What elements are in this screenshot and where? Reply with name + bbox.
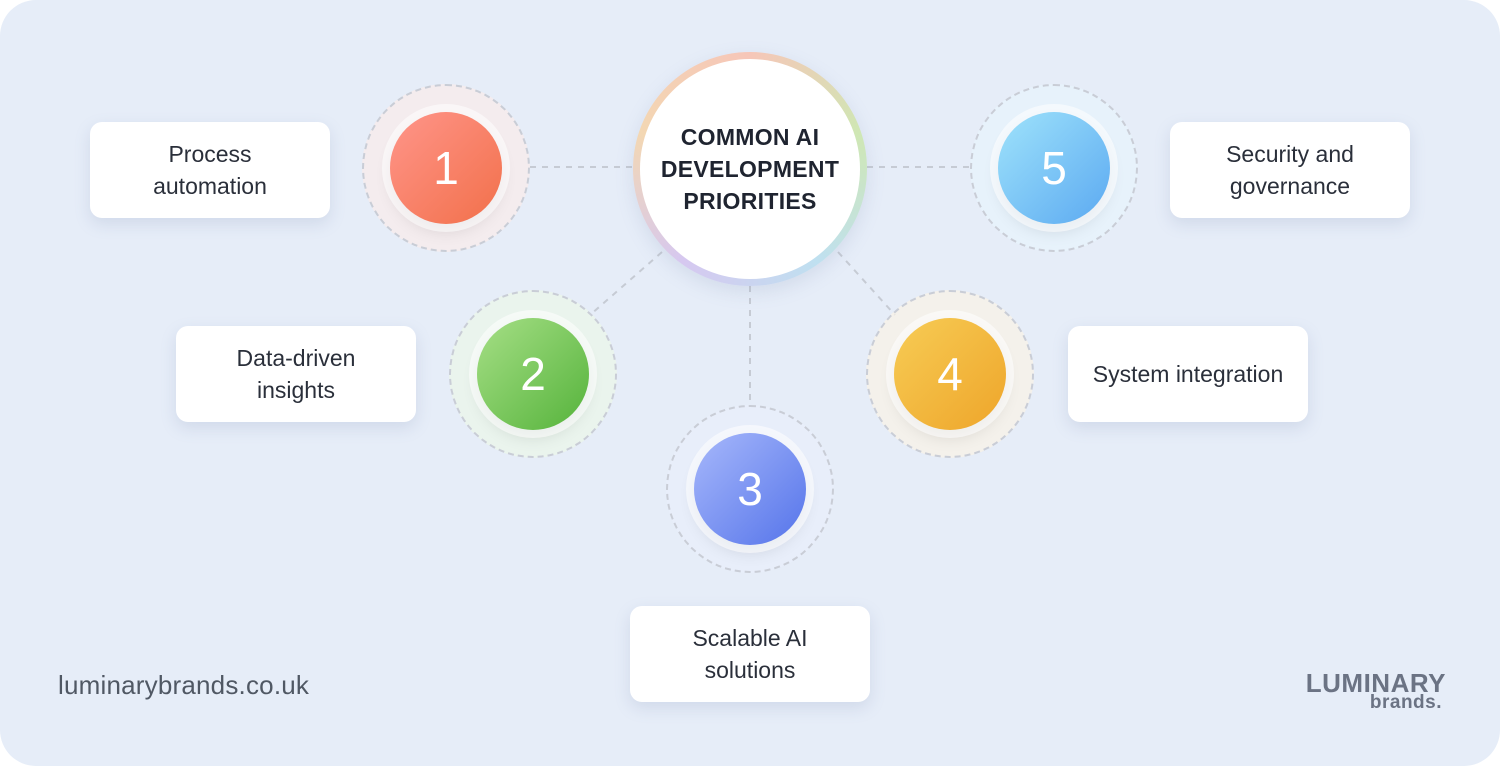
priority-2-badge: 2: [477, 318, 589, 430]
priority-4-number: 4: [937, 348, 963, 400]
connector-4: [837, 251, 896, 316]
priority-3-card: Scalable AI solutions: [630, 606, 870, 702]
priority-5-number: 5: [1041, 142, 1067, 194]
priority-1-number: 1: [433, 142, 459, 194]
priority-2-number: 2: [520, 348, 546, 400]
center-title: COMMON AI DEVELOPMENT PRIORITIES: [660, 124, 840, 214]
priority-5-label: Security and governance: [1226, 141, 1354, 199]
priority-2-label: Data-driven insights: [236, 345, 356, 403]
priority-1-card: Process automation: [90, 122, 330, 218]
priority-1-badge: 1: [390, 112, 502, 224]
logo-wordmark: LUMINARY: [1305, 668, 1446, 698]
brand-logo: LUMINARY brands.: [1286, 668, 1446, 716]
priority-1-label: Process automation: [153, 141, 267, 199]
priority-4-badge: 4: [894, 318, 1006, 430]
center-hub: COMMON AI DEVELOPMENT PRIORITIES: [633, 52, 867, 286]
priority-5-badge: 5: [998, 112, 1110, 224]
connector-2: [589, 251, 663, 316]
priority-3-label: Scalable AI solutions: [692, 625, 808, 683]
website-url: luminarybrands.co.uk: [58, 670, 310, 700]
priority-3-badge: 3: [694, 433, 806, 545]
logo-subtitle: brands.: [1369, 692, 1442, 713]
priority-2-card: Data-driven insights: [176, 326, 416, 422]
priority-4-card: System integration: [1068, 326, 1308, 422]
priority-3-number: 3: [737, 463, 763, 515]
priority-4-label: System integration: [1092, 361, 1284, 387]
priority-5-card: Security and governance: [1170, 122, 1410, 218]
center-hub-inner: COMMON AI DEVELOPMENT PRIORITIES: [640, 59, 860, 279]
